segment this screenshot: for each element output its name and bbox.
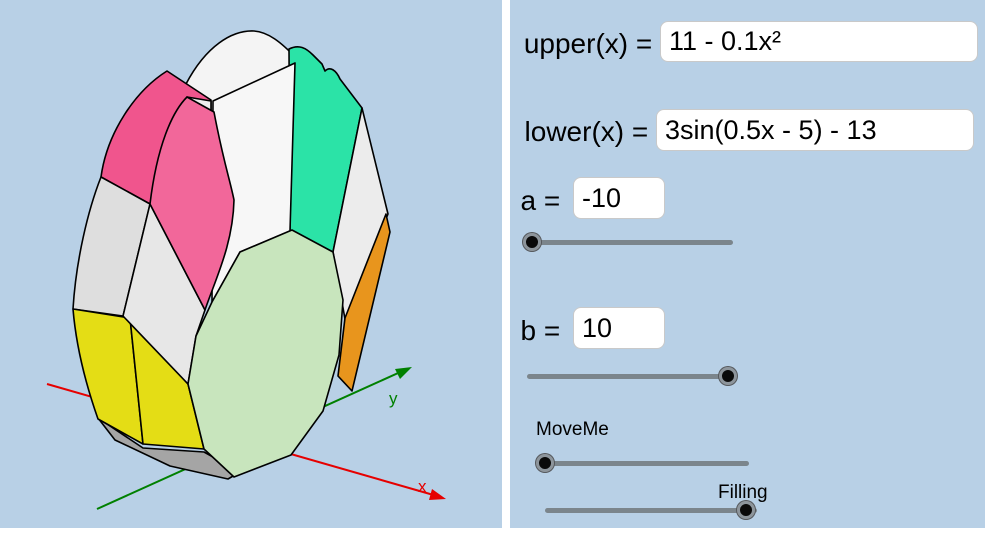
moveme-slider-label: MoveMe bbox=[536, 419, 609, 440]
b-slider-track[interactable] bbox=[527, 374, 733, 379]
b-slider-knob[interactable] bbox=[719, 367, 737, 385]
control-panel: upper(x) = lower(x) = a = b = MoveMe Fil… bbox=[510, 0, 985, 528]
a-slider-track[interactable] bbox=[527, 240, 733, 245]
slab-orange bbox=[337, 213, 391, 392]
y-axis-arrow-icon bbox=[395, 367, 412, 379]
b-slider[interactable] bbox=[527, 367, 737, 387]
filling-slider-track[interactable] bbox=[545, 508, 757, 513]
slab-pink-front bbox=[149, 96, 235, 311]
moveme-slider-knob[interactable] bbox=[536, 454, 554, 472]
x-axis-label: x bbox=[418, 477, 427, 496]
filling-slider-knob[interactable] bbox=[737, 501, 755, 519]
upper-function-input[interactable] bbox=[660, 21, 978, 62]
moveme-slider-track[interactable] bbox=[537, 461, 749, 466]
upper-function-label: upper(x) = bbox=[523, 28, 660, 59]
a-value-input[interactable] bbox=[573, 177, 665, 219]
filling-slider[interactable] bbox=[545, 501, 757, 521]
solid-of-revolution-figure[interactable]: x y bbox=[0, 0, 502, 528]
b-label: b = bbox=[520, 315, 568, 346]
front-cross-section-face bbox=[187, 229, 344, 478]
a-slider[interactable] bbox=[523, 233, 733, 253]
a-label: a = bbox=[520, 185, 568, 216]
graphics-3d-view[interactable]: x y bbox=[0, 0, 502, 528]
y-axis-label: y bbox=[389, 389, 398, 408]
lower-function-label: lower(x) = bbox=[524, 116, 656, 147]
moveme-slider[interactable] bbox=[536, 454, 749, 474]
a-slider-knob[interactable] bbox=[523, 233, 541, 251]
b-value-input[interactable] bbox=[573, 307, 665, 349]
slab-yellow-left bbox=[72, 308, 144, 445]
lower-function-input[interactable] bbox=[656, 109, 974, 151]
slab-teal bbox=[288, 46, 363, 253]
x-axis-arrow-icon bbox=[429, 489, 446, 500]
filling-slider-label: Filling bbox=[718, 482, 768, 503]
